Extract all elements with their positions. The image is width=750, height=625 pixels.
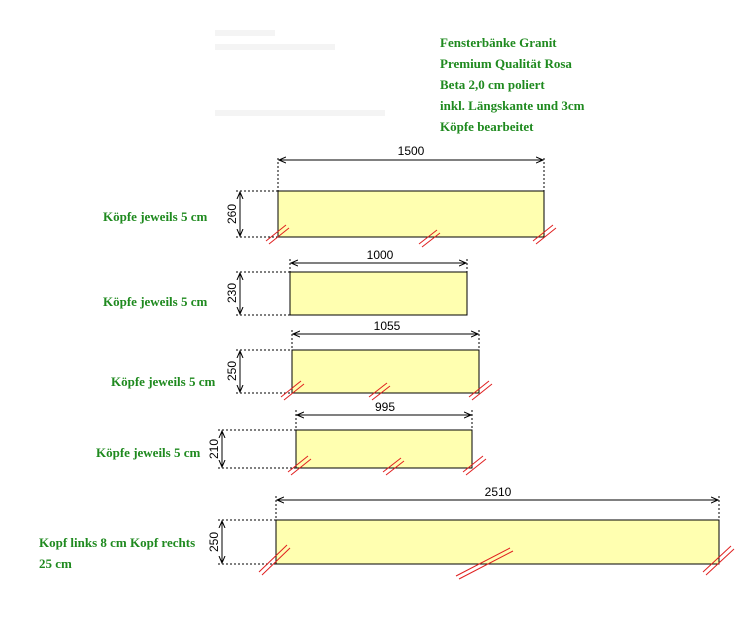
cut-marks — [287, 455, 487, 476]
title-line: inkl. Längskante und 3cm — [440, 98, 585, 113]
depth-label: 260 — [225, 204, 239, 224]
title-line: Köpfe bearbeitet — [440, 119, 534, 134]
slab-rect — [295, 429, 473, 469]
depth-label: 210 — [207, 439, 221, 459]
slab-2: 1000 230 — [225, 248, 468, 316]
slab-rect — [289, 271, 468, 316]
slab-rect — [277, 190, 545, 238]
title-line: Fensterbänke Granit — [440, 35, 557, 50]
length-label: 1500 — [398, 144, 425, 158]
cut-marks — [258, 544, 735, 580]
slab-note: Köpfe jeweils 5 cm — [103, 294, 208, 309]
faint-text — [215, 44, 335, 50]
length-label: 2510 — [485, 485, 512, 499]
title-line: Premium Qualität Rosa — [440, 56, 572, 71]
depth-label: 250 — [225, 361, 239, 381]
title-line: Beta 2,0 cm poliert — [440, 77, 545, 92]
slab-note: Kopf links 8 cm Kopf rechts — [39, 535, 196, 550]
length-label: 1055 — [374, 319, 401, 333]
slab-3: 1055 250 — [225, 319, 493, 401]
slab-rect — [291, 349, 480, 394]
length-label: 995 — [375, 400, 395, 414]
slab-5: 2510 250 — [207, 485, 735, 580]
slab-rect — [275, 519, 720, 565]
length-label: 1000 — [367, 248, 394, 262]
slab-1: 1500 260 — [225, 144, 557, 248]
slab-note: 25 cm — [39, 556, 72, 571]
slab-note: Köpfe jeweils 5 cm — [96, 445, 201, 460]
slab-note: Köpfe jeweils 5 cm — [111, 374, 216, 389]
cut-marks — [265, 224, 557, 248]
slab-note: Köpfe jeweils 5 cm — [103, 209, 208, 224]
faint-text — [215, 110, 385, 116]
faint-text — [215, 30, 275, 36]
depth-label: 230 — [225, 283, 239, 303]
slab-4: 995 210 — [207, 400, 487, 476]
depth-label: 250 — [207, 532, 221, 552]
cut-marks — [280, 380, 493, 401]
